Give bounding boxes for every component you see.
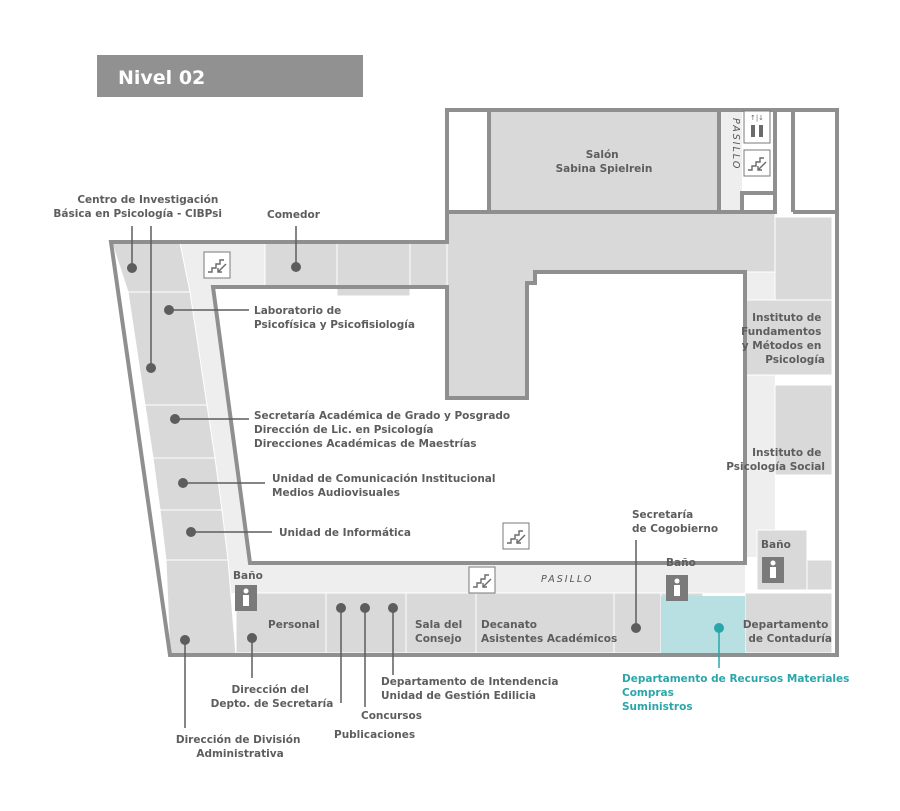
label-instituto-social: Instituto de Psicología Social (726, 447, 825, 473)
room-labels: Salón Sabina Spielrein Centro de Investi… (53, 149, 853, 760)
label-decanato: Decanato Asistentes Académicos (481, 619, 617, 645)
room-recursos-materiales (661, 596, 745, 653)
label-secretaria-academica: Secretaría Académica de Grado y Posgrado… (254, 410, 514, 450)
label-laboratorio: Laboratorio de Psicofísica y Psicofisiol… (254, 305, 415, 331)
room-right-small (806, 559, 833, 591)
walls (108, 108, 839, 657)
label-cibpsi: Centro de Investigación Básica en Psicol… (53, 194, 222, 220)
stairs-icon (502, 522, 530, 550)
room-central-block (446, 211, 776, 399)
room-sala-consejo (405, 592, 477, 654)
room-salon (488, 109, 720, 213)
corridor-label: PASILLO (541, 574, 593, 585)
stairs-icon (468, 566, 496, 594)
label-comunicacion: Unidad de Comunicación Institucional Med… (272, 473, 499, 499)
label-direccion-secretaria: Dirección del Depto. de Secretaría (211, 684, 334, 710)
label-bano-mid: Baño (666, 557, 696, 569)
corridor-label-vertical: PASILLO (730, 118, 741, 170)
label-instituto-fundamentos: Instituto de Fundamentos y Métodos en Ps… (741, 312, 825, 366)
level-title-banner: Nivel 02 (97, 55, 363, 97)
label-intendencia: Departamento de Intendencia Unidad de Ge… (381, 676, 562, 702)
label-publicaciones: Publicaciones (334, 729, 415, 741)
rooms (111, 109, 833, 656)
room-top-strip-3 (409, 242, 448, 288)
room-cogobierno (613, 592, 662, 654)
restroom-icon (762, 557, 784, 583)
room-contaduria (744, 592, 833, 654)
label-salon: Salón Sabina Spielrein (556, 149, 653, 175)
elevator-icon: ↑|↓ (743, 110, 771, 144)
level-title: Nivel 02 (118, 67, 205, 89)
svg-text:↑|↓: ↑|↓ (750, 114, 764, 122)
room-decanato (475, 592, 615, 654)
leader-lines (127, 226, 724, 728)
label-division-administrativa: Dirección de División Administrativa (176, 734, 304, 760)
label-bano-left: Baño (233, 570, 263, 582)
label-cogobierno: Secretaría de Cogobierno (632, 509, 718, 535)
stairs-icon (203, 251, 231, 279)
label-informatica: Unidad de Informática (279, 527, 411, 539)
room-secretaria-academica (144, 404, 216, 459)
label-bano-right: Baño (761, 539, 791, 551)
label-contaduria: Departamento de Contaduría (743, 619, 832, 645)
room-concursos-publicaciones (325, 592, 407, 654)
room-division-administrativa (165, 559, 237, 656)
room-comedor (264, 242, 338, 288)
label-concursos: Concursos (361, 710, 422, 722)
label-personal: Personal (268, 619, 320, 631)
restroom-icon (235, 585, 257, 611)
label-comedor: Comedor (267, 209, 321, 221)
restroom-icon (666, 575, 688, 601)
label-recursos-materiales: Departamento de Recursos Materiales Comp… (622, 673, 853, 713)
label-sala-consejo: Sala del Consejo (415, 619, 466, 645)
stairs-icon (743, 149, 771, 177)
room-instituto-social (774, 384, 833, 476)
